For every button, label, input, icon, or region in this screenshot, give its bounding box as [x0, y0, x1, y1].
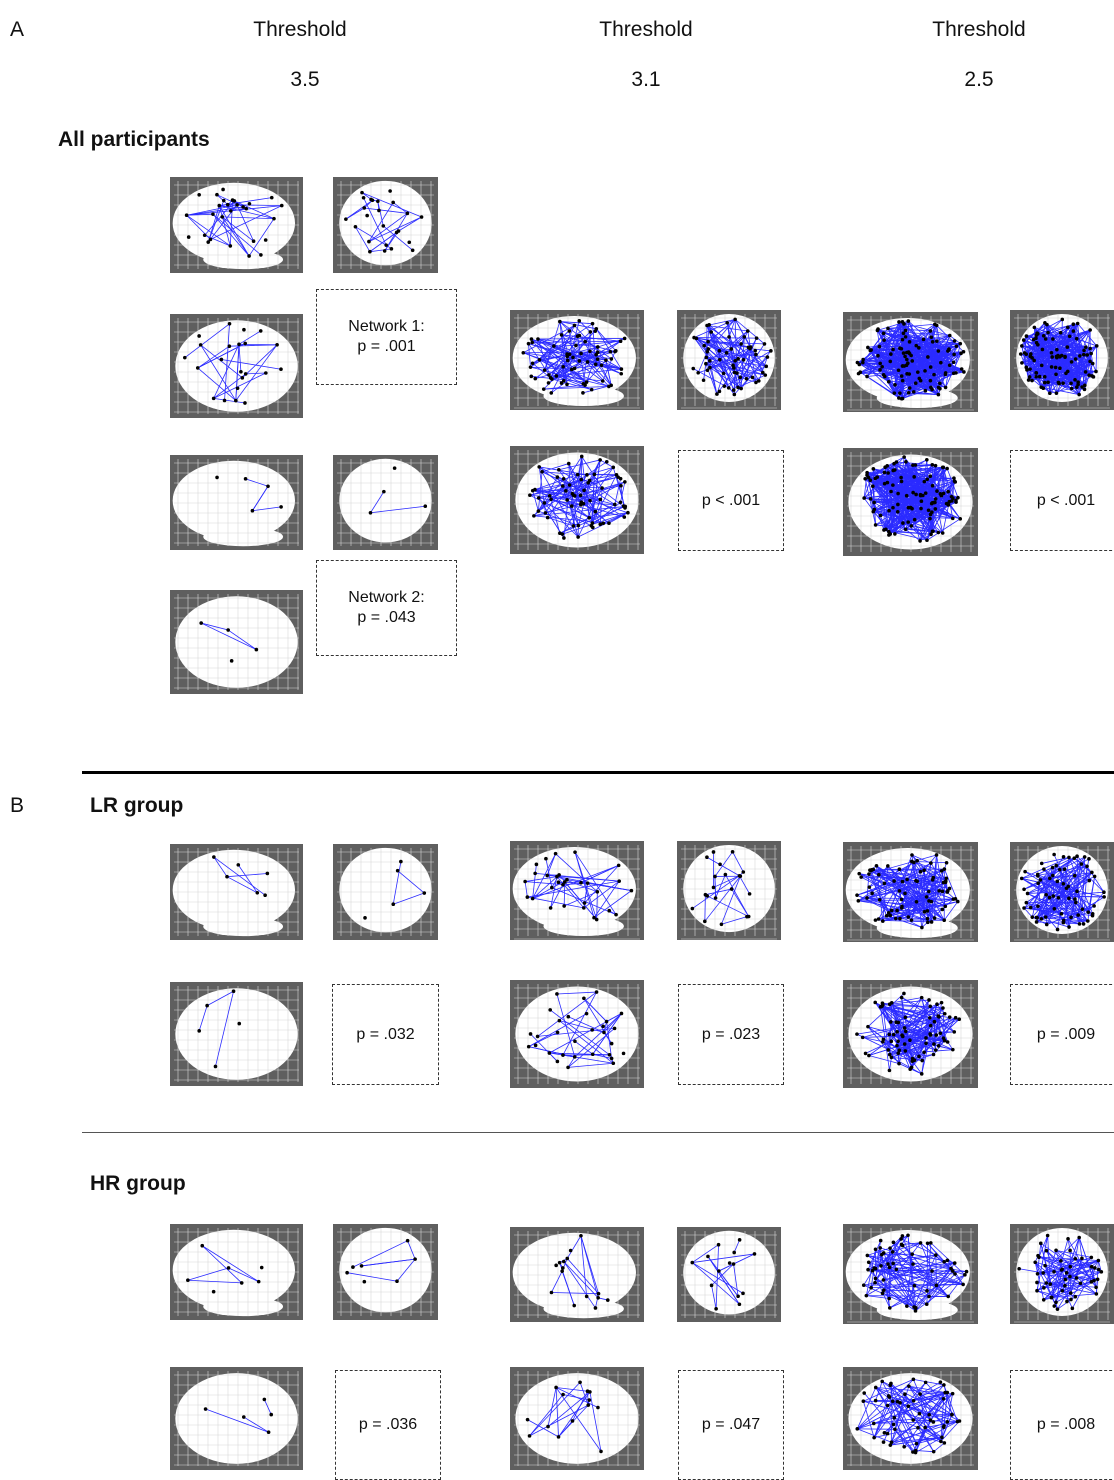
section-title-lr-group: LR group [90, 794, 183, 818]
all-p-value-2-5: p < .001 [1010, 450, 1114, 551]
brain-lr-3-1-coronal [677, 841, 781, 940]
lr-p-value-3-5-text: p = .032 [356, 1025, 414, 1045]
brain-hr-3-1-coronal [677, 1227, 781, 1322]
lr-p-value-2-5-text: p = .009 [1037, 1025, 1095, 1045]
brain-lr-3-5-coronal [333, 844, 438, 940]
lr-p-value-2-5: p = .009 [1010, 984, 1114, 1085]
all-p-value-3-1: p < .001 [678, 450, 784, 551]
brain-all-3-1-sagittal [510, 310, 644, 410]
threshold-value-3: 2.5 [909, 68, 1049, 92]
section-title-all-participants: All participants [58, 128, 210, 152]
lr-p-value-3-1-text: p = .023 [702, 1025, 760, 1045]
threshold-label-3: Threshold [909, 18, 1049, 42]
network-2-label: Network 2: [348, 588, 424, 608]
network-2-box: Network 2:p = .043 [316, 560, 457, 656]
group-divider [82, 1132, 1114, 1133]
brain-all-2-5-sagittal [843, 312, 978, 412]
brain-hr-3-5-axial [170, 1367, 303, 1470]
network-1-box: Network 1:p = .001 [316, 289, 457, 385]
brain-all-3-5-coronal [333, 177, 438, 273]
network-1-label: Network 1: [348, 317, 424, 337]
lr-p-value-3-1: p = .023 [678, 984, 784, 1085]
network-1-p-value: p = .001 [348, 337, 424, 357]
brain-all-3-5-net2-axial [170, 590, 303, 694]
hr-p-value-3-5: p = .036 [335, 1370, 441, 1480]
section-title-hr-group: HR group [90, 1172, 186, 1196]
hr-p-value-3-5-text: p = .036 [359, 1415, 417, 1435]
brain-lr-3-5-axial [170, 982, 303, 1086]
all-p-value-2-5-text: p < .001 [1037, 491, 1095, 511]
brain-hr-2-5-sagittal [843, 1224, 978, 1324]
brain-hr-3-1-axial [510, 1367, 644, 1470]
brain-lr-3-1-sagittal [510, 841, 644, 940]
panel-divider [82, 771, 1114, 774]
brain-hr-2-5-axial [843, 1367, 978, 1470]
brain-lr-3-1-axial [510, 980, 644, 1088]
lr-p-value-3-5: p = .032 [332, 984, 439, 1085]
brain-all-2-5-axial [843, 448, 978, 556]
threshold-label-1: Threshold [230, 18, 370, 42]
brain-lr-3-5-sagittal [170, 844, 303, 940]
hr-p-value-2-5-text: p = .008 [1037, 1415, 1095, 1435]
brain-hr-3-5-sagittal [170, 1224, 303, 1320]
brain-all-3-5-net2-sagittal [170, 455, 303, 550]
brain-all-3-5-net2-coronal [333, 455, 438, 550]
all-p-value-3-1-text: p < .001 [702, 491, 760, 511]
panel-b-label: B [10, 794, 24, 818]
threshold-value-2: 3.1 [576, 68, 716, 92]
brain-lr-2-5-axial [843, 980, 978, 1088]
hr-p-value-3-1-text: p = .047 [702, 1415, 760, 1435]
brain-hr-2-5-coronal [1010, 1224, 1114, 1324]
brain-all-2-5-coronal [1010, 310, 1114, 410]
brain-all-3-1-axial [510, 446, 644, 554]
brain-hr-3-5-coronal [333, 1224, 438, 1320]
brain-all-3-5-sagittal [170, 177, 303, 273]
threshold-label-2: Threshold [576, 18, 716, 42]
brain-hr-3-1-sagittal [510, 1227, 644, 1322]
hr-p-value-3-1: p = .047 [678, 1370, 784, 1480]
network-2-p-value: p = .043 [348, 608, 424, 628]
threshold-value-1: 3.5 [235, 68, 375, 92]
hr-p-value-2-5: p = .008 [1010, 1370, 1114, 1480]
brain-all-3-5-axial [170, 314, 303, 418]
brain-lr-2-5-coronal [1010, 842, 1114, 942]
brain-all-3-1-coronal [677, 310, 781, 410]
brain-lr-2-5-sagittal [843, 842, 978, 942]
panel-a-label: A [10, 18, 24, 42]
